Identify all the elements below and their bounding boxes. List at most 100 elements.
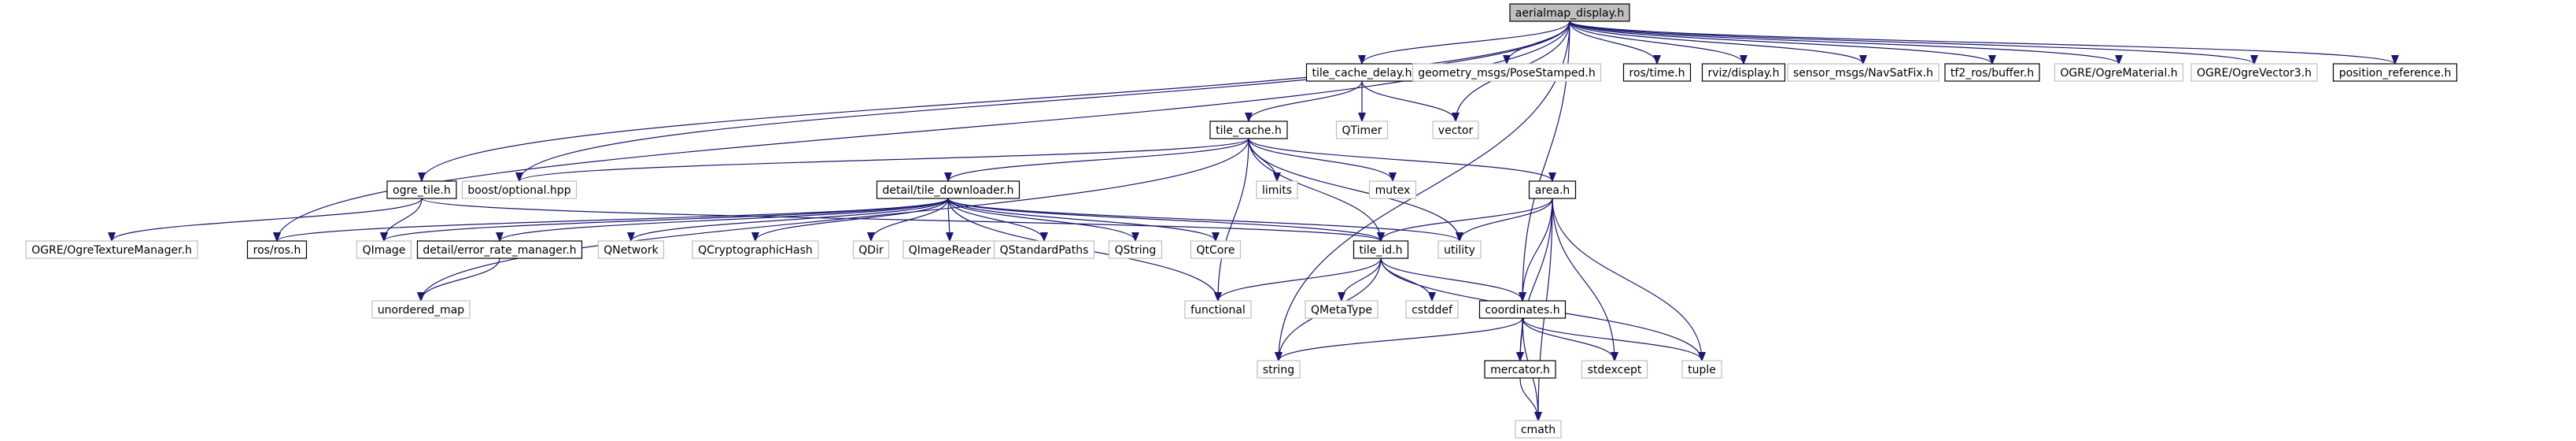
node-label: tile_id.h	[1360, 244, 1403, 257]
node-label: QImage	[363, 244, 406, 257]
node-label: OGRE/OgreMaterial.h	[2060, 67, 2177, 80]
node-tile-cache-delay-h[interactable]: tile_cache_delay.h	[1305, 63, 1419, 82]
node-stdexcept[interactable]: stdexcept	[1581, 360, 1648, 379]
node-box	[876, 180, 1020, 199]
edge-detail-tile-downloader-h-to-tile-id-h	[947, 198, 1381, 242]
edge-detail-tile-downloader-h-to-qstandardpaths	[947, 198, 1044, 242]
edge-area-h-to-utility	[1460, 198, 1553, 242]
edge-area-h-to-stdexcept	[1552, 198, 1615, 361]
edge-tile-cache-h-to-tile-id-h	[1248, 138, 1381, 241]
node-rviz-display-h[interactable]: rviz/display.h	[1701, 63, 1786, 82]
node-qimage[interactable]: QImage	[356, 240, 412, 259]
node-ros-ros-h[interactable]: ros/ros.h	[246, 240, 308, 259]
node-coordinates-h[interactable]: coordinates.h	[1478, 300, 1567, 319]
node-box	[2054, 63, 2184, 82]
node-cstddef[interactable]: cstddef	[1405, 300, 1459, 319]
node-tuple[interactable]: tuple	[1681, 360, 1722, 379]
edge-area-h-to-tuple	[1552, 198, 1702, 361]
edge-detail-tile-downloader-h-to-qstring	[947, 198, 1135, 242]
node-box	[1515, 420, 1562, 439]
node-label: QCryptographicHash	[698, 244, 813, 257]
edge-ogre-tile-h-to-tile-id-h	[421, 198, 1381, 242]
node-qtcore[interactable]: QtCore	[1190, 240, 1242, 259]
node-box	[1701, 63, 1786, 82]
node-ogre-tile-h[interactable]: ogre_tile.h	[386, 180, 457, 199]
node-unordered-map[interactable]: unordered_map	[371, 300, 471, 319]
node-box	[246, 240, 308, 259]
node-ogre-vector3-h[interactable]: OGRE/OgreVector3.h	[2190, 63, 2318, 82]
node-box	[1432, 120, 1479, 139]
node-cmath[interactable]: cmath	[1515, 420, 1562, 439]
node-qnetwork[interactable]: QNetwork	[597, 240, 665, 259]
node-utility[interactable]: utility	[1437, 240, 1482, 259]
node-ogre-material-h[interactable]: OGRE/OgreMaterial.h	[2054, 63, 2184, 82]
node-geometry-msgs-pose[interactable]: geometry_msgs/PoseStamped.h	[1412, 63, 1602, 82]
edge-area-h-to-tile-id-h	[1381, 198, 1553, 242]
node-label: QTimer	[1342, 124, 1382, 137]
edge-aerialmap-display-h-to-position-reference-h	[1569, 20, 2395, 65]
node-box	[1581, 360, 1648, 379]
node-box	[1190, 240, 1242, 259]
node-label: tuple	[1688, 364, 1716, 376]
node-qdir[interactable]: QDir	[852, 240, 890, 259]
node-box	[1528, 180, 1577, 199]
node-ros-time-h[interactable]: ros/time.h	[1622, 63, 1692, 82]
edge-detail-tile-downloader-h-to-qimage	[384, 198, 949, 242]
edge-aerialmap-display-h-to-rviz-display-h	[1569, 20, 1744, 65]
edge-aerialmap-display-h-to-ogre-vector3-h	[1569, 20, 2254, 65]
node-qimagereader[interactable]: QImageReader	[902, 240, 997, 259]
edge-ogre-tile-h-to-ogre-texture-manager-h	[112, 198, 423, 242]
node-box	[692, 240, 819, 259]
node-label: mutex	[1375, 184, 1411, 197]
node-tf2-ros-buffer-h[interactable]: tf2_ros/buffer.h	[1944, 63, 2040, 82]
node-functional[interactable]: functional	[1184, 300, 1252, 319]
node-box	[852, 240, 890, 259]
node-mercator-h[interactable]: mercator.h	[1484, 360, 1556, 379]
node-position-reference-h[interactable]: position_reference.h	[2332, 63, 2458, 82]
node-qtimer[interactable]: QTimer	[1335, 120, 1389, 139]
node-label: unordered_map	[378, 304, 464, 317]
node-label: tile_cache_delay.h	[1312, 67, 1412, 80]
node-box	[1335, 120, 1389, 139]
node-label: cstddef	[1412, 304, 1453, 317]
node-qmetatype[interactable]: QMetaType	[1305, 300, 1378, 319]
node-qcryptographichash[interactable]: QCryptographicHash	[692, 240, 819, 259]
node-label: QtCore	[1197, 244, 1235, 257]
node-mutex[interactable]: mutex	[1368, 180, 1417, 199]
node-label: OGRE/OgreVector3.h	[2197, 67, 2312, 80]
edge-aerialmap-display-h-to-ogre-tile-h	[422, 20, 1570, 181]
node-box	[1257, 360, 1301, 379]
node-boost-optional[interactable]: boost/optional.hpp	[461, 180, 578, 199]
node-label: tf2_ros/buffer.h	[1950, 67, 2034, 80]
node-detail-tile-downloader-h[interactable]: detail/tile_downloader.h	[876, 180, 1020, 199]
node-label: functional	[1190, 304, 1246, 317]
node-area-h[interactable]: area.h	[1528, 180, 1577, 199]
edge-coordinates-h-to-stdexcept	[1522, 317, 1615, 361]
node-label: QDir	[858, 244, 884, 257]
node-box	[356, 240, 412, 259]
node-aerialmap-display-h[interactable]: aerialmap_display.h	[1509, 3, 1630, 22]
node-qstandardpaths[interactable]: QStandardPaths	[993, 240, 1095, 259]
node-box	[1412, 63, 1602, 82]
node-vector[interactable]: vector	[1432, 120, 1479, 139]
edge-detail-tile-downloader-h-to-qimagereader	[948, 198, 950, 241]
node-detail-error-rate-manager-h[interactable]: detail/error_rate_manager.h	[416, 240, 583, 259]
node-tile-id-h[interactable]: tile_id.h	[1353, 240, 1409, 259]
edge-detail-tile-downloader-h-to-qtcore	[947, 198, 1216, 242]
node-ogre-texture-manager-h[interactable]: OGRE/OgreTextureManager.h	[25, 240, 198, 259]
node-label: utility	[1444, 244, 1475, 257]
edge-detail-tile-downloader-h-to-ros-ros-h	[277, 198, 949, 242]
node-qstring[interactable]: QString	[1108, 240, 1163, 259]
edge-tile-cache-h-to-mutex	[1248, 138, 1393, 182]
node-sensor-msgs-navsat[interactable]: sensor_msgs/NavSatFix.h	[1787, 63, 1939, 82]
node-box	[1305, 300, 1378, 319]
node-string[interactable]: string	[1257, 360, 1301, 379]
node-box	[416, 240, 583, 259]
node-tile-cache-h[interactable]: tile_cache.h	[1209, 120, 1288, 139]
edge-coordinates-h-to-string	[1279, 317, 1523, 361]
edge-tile-cache-h-to-area-h	[1248, 138, 1552, 182]
node-label: QMetaType	[1311, 304, 1372, 317]
node-box	[1484, 360, 1556, 379]
node-limits[interactable]: limits	[1256, 180, 1298, 199]
